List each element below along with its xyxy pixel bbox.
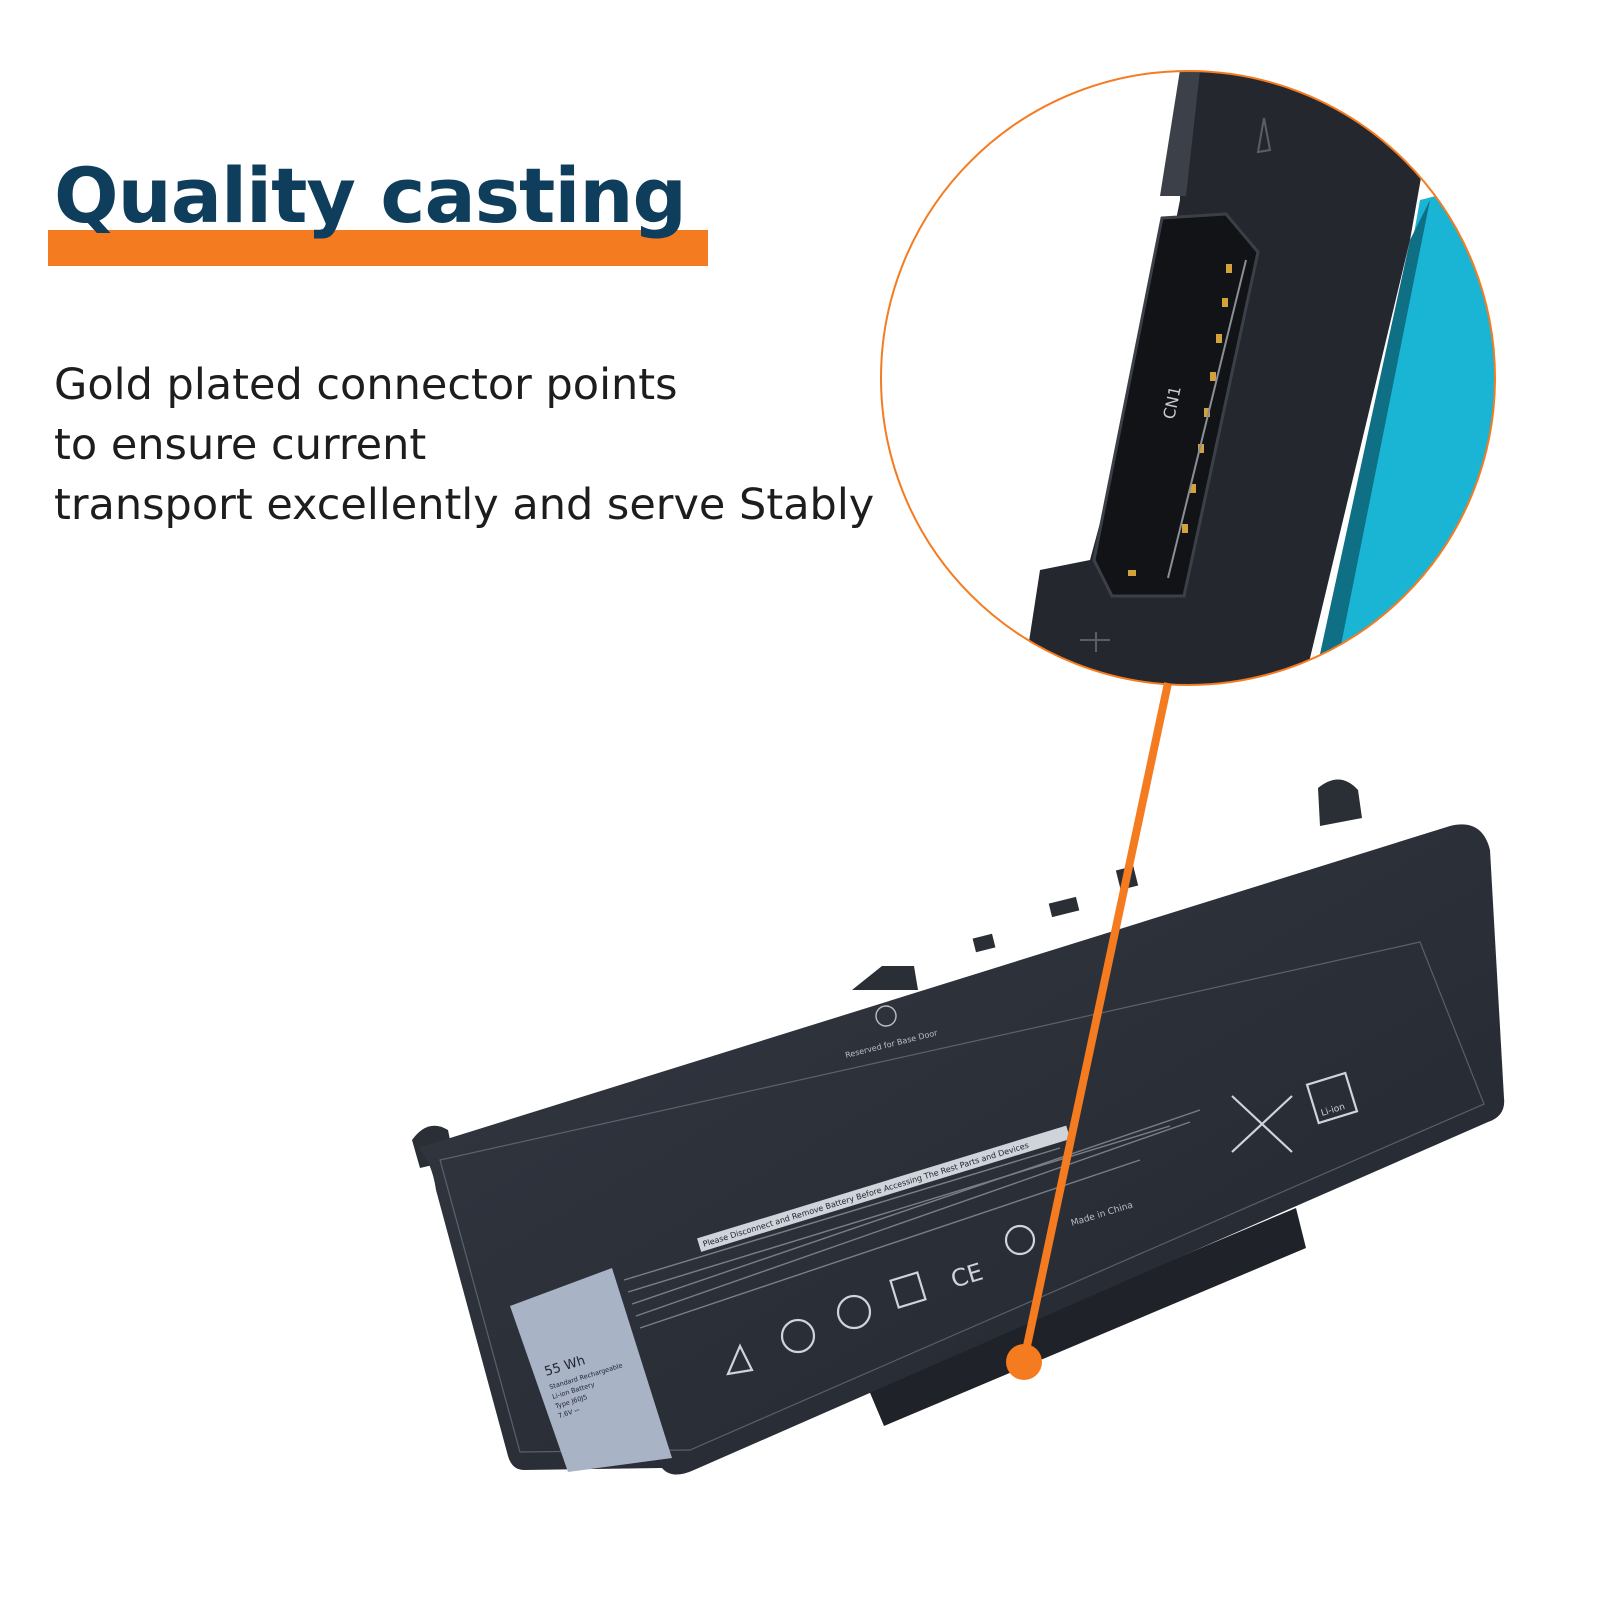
description-line: Gold plated connector points [54,360,678,410]
battery-frame-outline [439,941,1485,1453]
battery-pack: 55 Wh Standard Rechargeable Li-ion Batte… [412,779,1505,1475]
connector-zoom-inset: CN1 [880,70,1496,686]
zoom-inset-border [880,70,1496,686]
no-disposal-icon [836,1294,872,1330]
battery-spec-label: 55 Wh Standard Rechargeable Li-ion Batte… [510,1268,672,1472]
warning-triangle-icon [726,1343,754,1376]
description-line: to ensure current [54,420,427,470]
callout-line [1020,682,1172,1361]
li-ion-recycle-icon [1305,1071,1359,1125]
rcm-icon [889,1271,927,1309]
headline-underline-bar [48,230,708,266]
headline: Quality casting [54,151,687,240]
feature-description: Gold plated connector points to ensure c… [54,355,874,535]
recycle-5-icon [780,1318,816,1354]
callout-dot [1006,1344,1042,1380]
certification-icons [726,1071,1359,1376]
gold-connector-pins [1128,264,1232,576]
headline-block: Quality casting [48,150,708,268]
description-line: transport excellently and serve Stably [54,480,875,530]
ul-icon [1004,1224,1036,1256]
connector-slot [1092,212,1260,598]
battery-fine-print [623,1109,1201,1329]
weee-crossed-bin-icon [1231,1095,1293,1153]
battery-connector-housing [868,1208,1306,1426]
